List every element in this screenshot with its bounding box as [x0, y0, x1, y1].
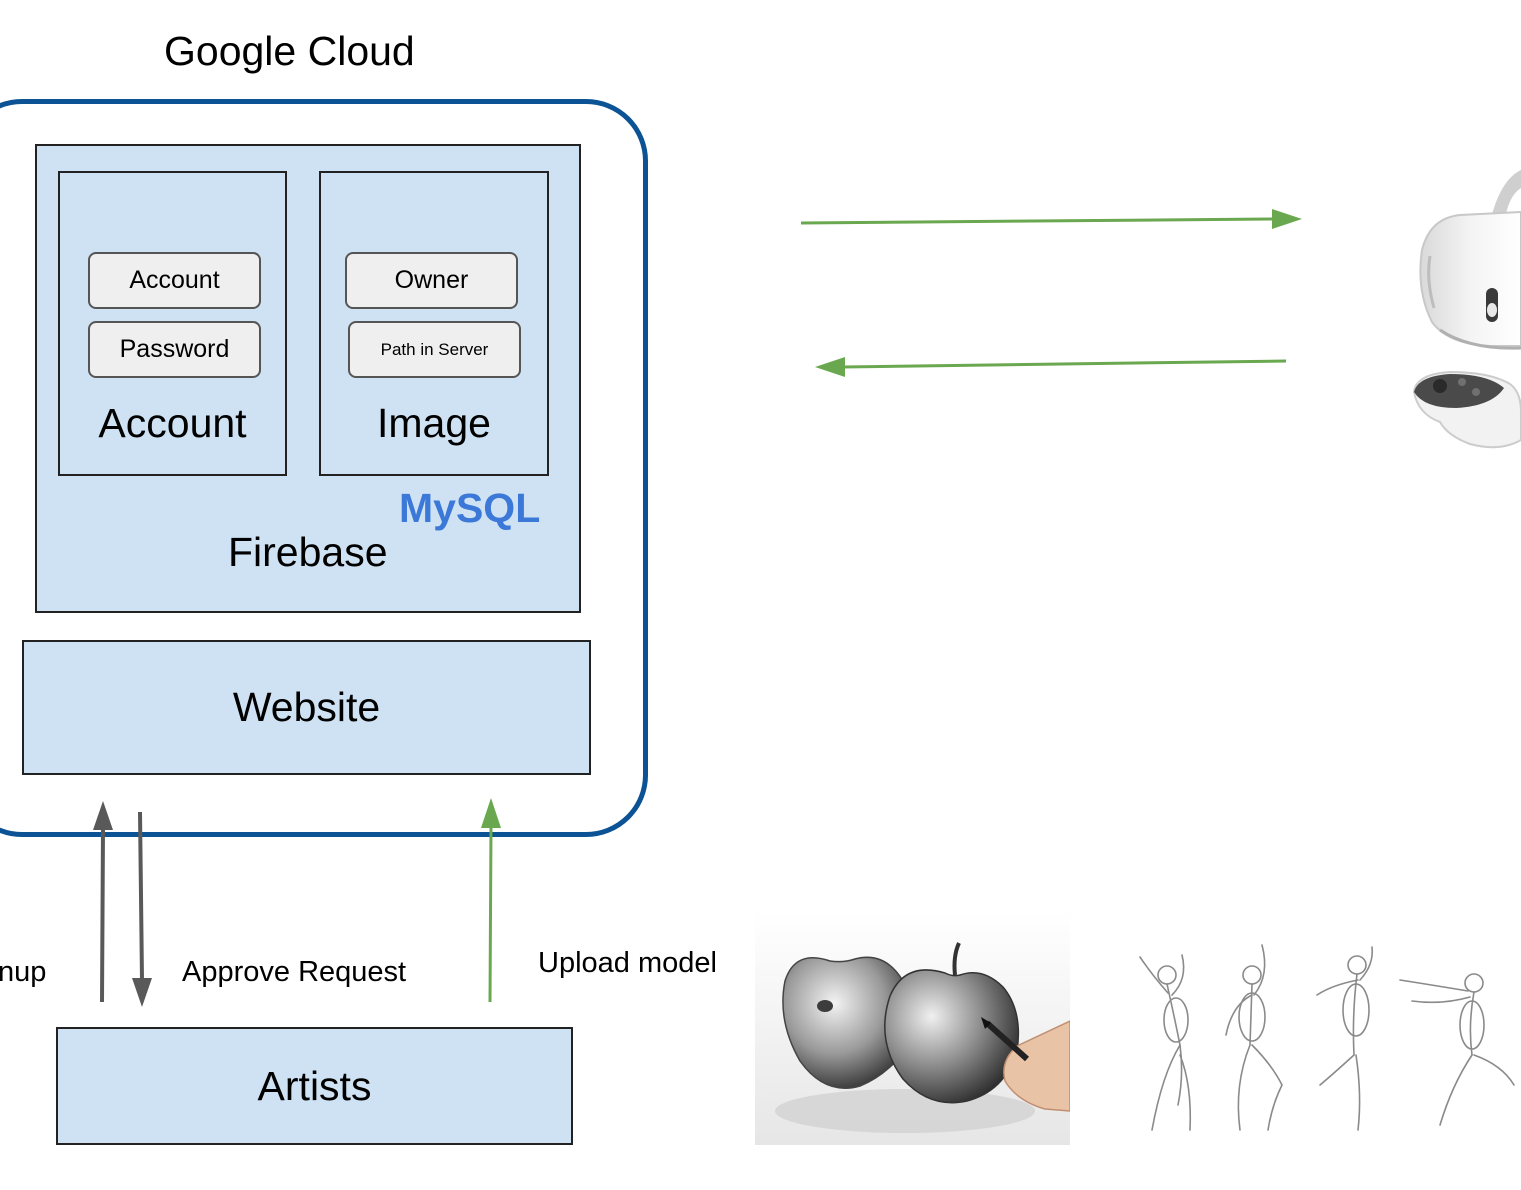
apple-sketch-image [755, 911, 1070, 1145]
green-upload-arrow [481, 798, 501, 1003]
figure-sketch-2 [1225, 944, 1283, 1131]
figure-sketches-image [1139, 944, 1515, 1131]
owner-field: Owner [345, 252, 518, 309]
firebase-box: Account Password Account Owner Path in S… [35, 144, 581, 613]
account-table: Account Password Account [58, 171, 287, 476]
gray-down-arrow [132, 811, 152, 1007]
artists-box: Artists [56, 1027, 573, 1145]
signup-label: nup [0, 956, 47, 988]
google-cloud-container [0, 99, 648, 837]
green-left-arrow [815, 357, 1287, 377]
gray-up-arrow [93, 801, 113, 1003]
firebase-label: Firebase [228, 529, 388, 575]
image-table-title: Image [377, 400, 491, 446]
mysql-label: MySQL [399, 485, 541, 531]
password-field: Password [88, 321, 261, 378]
upload-model-label: Upload model [538, 947, 717, 979]
vr-headset-image [1412, 170, 1521, 449]
account-field: Account [88, 252, 261, 309]
green-right-arrow [800, 209, 1302, 229]
approve-request-label: Approve Request [182, 956, 407, 988]
website-box: Website [22, 640, 591, 775]
figure-sketch-1 [1139, 954, 1192, 1131]
account-table-title: Account [98, 400, 247, 446]
image-table: Owner Path in Server Image [319, 171, 549, 476]
figure-sketch-4 [1399, 973, 1515, 1126]
path-in-server-field: Path in Server [348, 321, 521, 378]
google-cloud-title: Google Cloud [164, 28, 415, 74]
figure-sketch-3 [1316, 946, 1374, 1131]
